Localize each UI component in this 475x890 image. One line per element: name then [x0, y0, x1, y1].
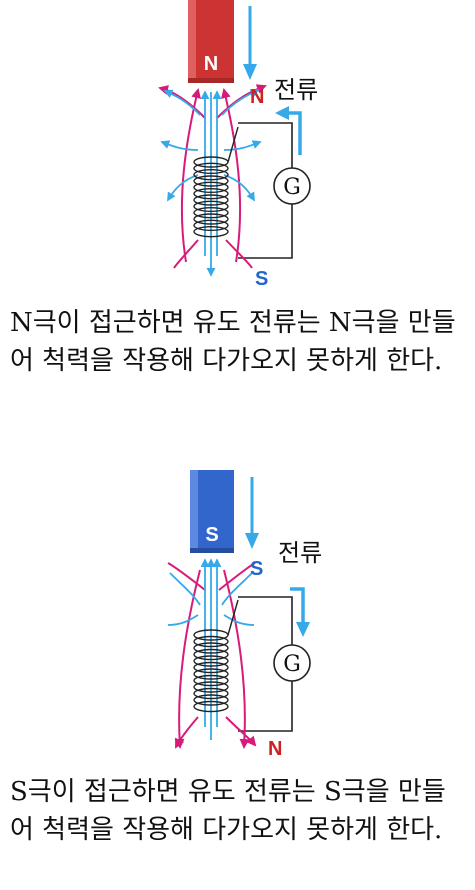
coil-lead — [227, 126, 239, 163]
coil-winding — [193, 181, 229, 194]
circuit-wire — [238, 596, 293, 732]
coil-winding — [193, 225, 229, 238]
bar-magnet-n: N — [188, 0, 234, 83]
coil-winding — [193, 661, 229, 674]
current-direction-arrow — [290, 587, 310, 637]
coil-winding — [193, 213, 229, 225]
diagram-north-approach: N G — [0, 0, 475, 440]
current-label: 전류 — [278, 539, 322, 567]
solenoid-coil — [193, 126, 239, 238]
diagram-south-approach: S G — [0, 455, 475, 890]
current-label: 전류 — [274, 76, 318, 104]
coil-winding — [193, 162, 229, 175]
coil-winding — [193, 674, 229, 687]
galvanometer: G — [273, 644, 311, 682]
coil-winding — [193, 175, 229, 187]
coil-winding — [193, 681, 229, 693]
coil-winding — [193, 168, 229, 181]
motion-arrow — [243, 6, 257, 80]
magnetic-field-lines-blue — [160, 89, 262, 277]
motion-arrow — [245, 477, 259, 549]
caption-north: N극이 접근하면 유도 전류는 N극을 만들어 척력을 작용해 다가오지 못하게… — [10, 308, 456, 376]
coil-winding — [193, 642, 229, 654]
solenoid-coil — [193, 599, 239, 713]
north-approach-figure: N G — [158, 0, 318, 290]
coil-winding — [193, 668, 229, 680]
coil-winding — [193, 219, 229, 232]
coil-lead — [227, 599, 239, 636]
galvanometer: G — [273, 167, 311, 205]
coil-winding — [193, 194, 229, 206]
coil-winding — [193, 187, 229, 200]
coil-winding — [193, 200, 229, 213]
current-direction-arrow — [275, 106, 302, 155]
coil-winding — [193, 687, 229, 700]
bar-magnet-s: S — [190, 470, 234, 553]
galvanometer-label: G — [283, 652, 301, 677]
circuit-wire — [238, 122, 293, 259]
coil-winding — [193, 694, 229, 706]
south-approach-figure: S G — [167, 470, 322, 760]
magnet-pole-label: N — [204, 53, 218, 75]
magnetic-field-lines-magenta — [158, 84, 267, 269]
induced-s-pole-label: S — [250, 558, 263, 580]
coil-winding — [193, 655, 229, 667]
induced-s-pole-label: S — [255, 268, 268, 290]
induced-n-pole-label: N — [268, 738, 282, 760]
coil-winding — [193, 648, 229, 661]
caption-south: S극이 접근하면 유도 전류는 S극을 만들어 척력을 작용해 다가오지 못하게… — [10, 777, 446, 845]
galvanometer-label: G — [283, 175, 301, 200]
magnet-pole-label: S — [205, 524, 218, 546]
coil-winding — [193, 206, 229, 219]
induced-n-pole-label: N — [250, 86, 264, 108]
coil-winding — [193, 700, 229, 713]
magnetic-field-lines-magenta — [167, 562, 257, 749]
coil-winding — [193, 635, 229, 648]
